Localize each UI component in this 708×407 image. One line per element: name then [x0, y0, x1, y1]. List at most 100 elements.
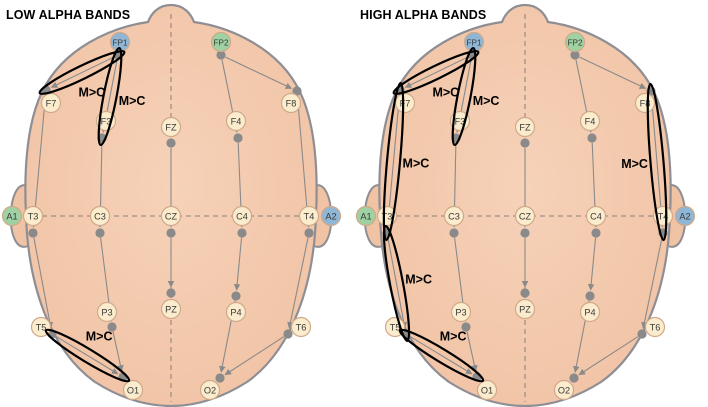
montage-arrow-t6-o2	[578, 336, 639, 376]
annotation-ellipse	[398, 328, 485, 383]
electrode-marker	[160, 116, 182, 138]
electrode-label: A1	[360, 211, 371, 221]
electrode-label: A2	[679, 211, 690, 221]
annotation-label: M>C	[405, 272, 432, 286]
electrode-label: F8	[640, 98, 651, 108]
electrode-o2: O2	[553, 379, 575, 401]
electrode-label: O2	[204, 385, 216, 395]
montage-arrow-fp1-f7	[404, 56, 468, 88]
electrode-marker	[514, 298, 536, 320]
montage-arrow-f8-t4	[650, 95, 666, 228]
electrode-o2: O2	[199, 379, 221, 401]
mc-annotation: M>C	[392, 50, 480, 100]
electrode-marker	[644, 316, 666, 338]
contact-dot	[166, 228, 176, 238]
electrode-marker	[634, 92, 656, 114]
electrode-label: P4	[230, 307, 241, 317]
montage-arrow-t5-o1	[409, 336, 473, 375]
electrode-marker	[280, 92, 302, 114]
electrode-label: FP2	[567, 38, 582, 47]
electrode-label: T5	[390, 322, 401, 332]
montage-arrow-c4-p4	[233, 237, 243, 291]
contact-dot	[587, 133, 597, 143]
electrode-marker	[553, 379, 575, 401]
montage-arrow-t4-t6	[641, 237, 663, 329]
montage-arrow-p3-o1	[466, 331, 478, 372]
electrode-label: F3	[455, 116, 466, 126]
electrode-c3: C3	[443, 205, 465, 227]
electrode-marker	[320, 205, 342, 227]
electrode-label: FP1	[112, 38, 127, 47]
annotation-ellipse	[44, 328, 131, 383]
mc-annotation: M>C	[382, 81, 430, 242]
contact-dot	[569, 373, 579, 383]
electrode-label: CZ	[519, 211, 532, 221]
electrode-label: F8	[286, 98, 297, 108]
electrode-label: F4	[231, 116, 242, 126]
electrode-fp2: FP2	[564, 31, 586, 53]
electrode-marker	[290, 316, 312, 338]
electrode-pz: PZ	[160, 298, 182, 320]
electrode-marker	[89, 205, 111, 227]
contact-dot	[231, 291, 241, 301]
montage-arrow-c4-p4	[587, 237, 597, 291]
annotation-label: M>C	[403, 157, 430, 171]
electrode-label: FZ	[165, 122, 177, 132]
electrode-a1: A1	[355, 205, 377, 227]
electrode-marker	[40, 92, 62, 114]
electrode-label: FP1	[466, 38, 481, 47]
electrode-label: C4	[236, 211, 248, 221]
montage-arrow-t4-t6	[287, 237, 309, 329]
electrode-marker	[443, 205, 465, 227]
annotation-label: M>C	[621, 157, 648, 171]
electrode-label: C3	[448, 211, 460, 221]
electrode-f7: F7	[40, 92, 62, 114]
mc-annotation: M>C	[44, 328, 131, 383]
montage-arrow-f8-t4	[296, 95, 312, 228]
electrode-marker	[210, 31, 232, 53]
electrode-p4: P4	[225, 301, 247, 323]
electrode-marker	[579, 110, 601, 132]
contact-dot	[237, 228, 247, 238]
contact-dot	[95, 228, 105, 238]
mc-annotation: M>C	[97, 47, 146, 146]
electrode-marker	[298, 205, 320, 227]
electrode-marker	[122, 379, 144, 401]
electrode-marker	[231, 205, 253, 227]
contact-dot	[570, 50, 580, 60]
electrode-label: A1	[6, 211, 17, 221]
contact-dot	[215, 373, 225, 383]
contact-dot	[585, 291, 595, 301]
contact-dot	[216, 50, 226, 60]
mc-annotation: M>C	[398, 328, 485, 383]
electrode-label: A2	[325, 211, 336, 221]
annotation-label: M>C	[432, 86, 459, 100]
annotation-ellipse	[97, 47, 123, 146]
annotation-ellipse	[646, 82, 668, 242]
electrode-label: C4	[590, 211, 602, 221]
electrode-pz: PZ	[514, 298, 536, 320]
electrode-fz: FZ	[514, 116, 536, 138]
electrode-t4: T4	[298, 205, 320, 227]
contact-dot	[166, 288, 176, 298]
electrode-marker	[355, 205, 377, 227]
electrode-f4: F4	[579, 110, 601, 132]
annotation-label: M>C	[119, 94, 146, 108]
electrode-label: FZ	[519, 122, 531, 132]
electrode-marker	[514, 205, 536, 227]
electrode-label: O2	[558, 385, 570, 395]
electrode-label: F7	[46, 98, 57, 108]
contact-dot	[461, 322, 471, 332]
montage-arrow-t5-o1	[55, 336, 119, 375]
montage-arrow-fp1-f7	[50, 56, 114, 88]
electrode-label: P3	[101, 307, 112, 317]
contact-dot	[166, 138, 176, 148]
montage-arrow-t3-t5	[387, 237, 408, 329]
electrode-p3: P3	[450, 301, 472, 323]
electrode-c4: C4	[585, 205, 607, 227]
electrode-f4: F4	[225, 110, 247, 132]
electrode-label: FP2	[213, 38, 228, 47]
